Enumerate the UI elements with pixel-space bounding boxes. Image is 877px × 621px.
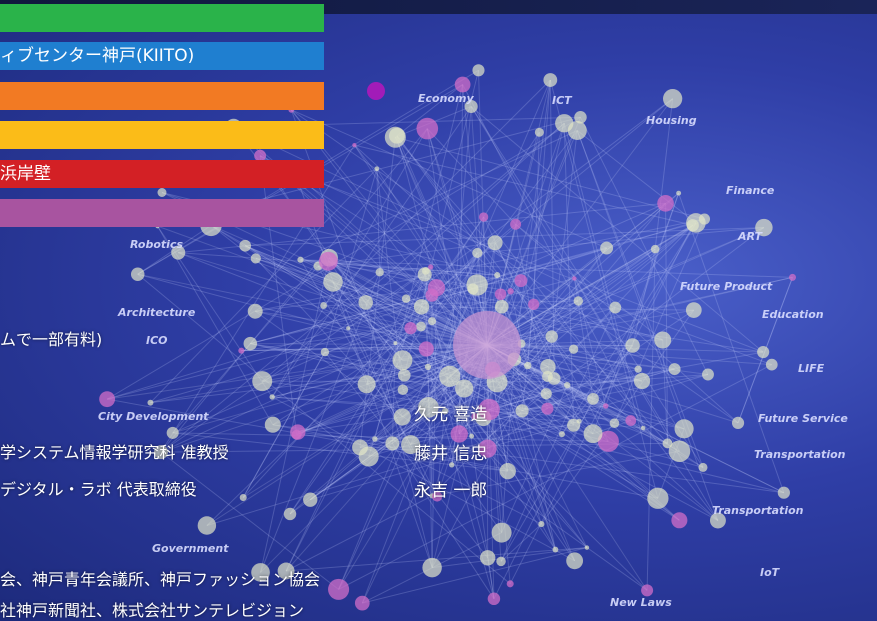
keyword-housing: Housing bbox=[646, 114, 697, 127]
keyword-robotics: Robotics bbox=[130, 238, 184, 251]
band-purple bbox=[0, 199, 324, 227]
keyword-future-product: Future Product bbox=[680, 280, 773, 293]
keyword-transportation-1: Transportation bbox=[754, 448, 846, 461]
keyword-iot: IoT bbox=[760, 566, 780, 579]
keyword-architecture: Architecture bbox=[118, 306, 196, 319]
keyword-life: LIFE bbox=[798, 362, 825, 375]
band-yellow bbox=[0, 121, 324, 149]
band-green bbox=[0, 4, 324, 32]
keyword-transportation-2: Transportation bbox=[712, 504, 804, 517]
organizer-line-2: 社神戸新聞社、株式会社サンテレビジョン bbox=[0, 601, 305, 620]
fee-text: ムで一部有料) bbox=[0, 330, 103, 349]
keyword-future-service: Future Service bbox=[758, 412, 848, 425]
band-red: 浜岸壁 bbox=[0, 160, 324, 188]
keyword-ico: ICO bbox=[146, 334, 168, 347]
speaker-name-1: 久元 喜造 bbox=[414, 405, 488, 425]
speaker-name-2: 藤井 信忠 bbox=[414, 444, 488, 464]
keyword-city-development: City Development bbox=[98, 410, 209, 423]
band-orange bbox=[0, 82, 324, 110]
keyword-art: ART bbox=[738, 230, 762, 243]
speaker-role-2: デジタル・ラボ 代表取締役 bbox=[0, 480, 197, 499]
speaker-name-3: 永吉 一郎 bbox=[414, 481, 488, 501]
band-blue: ィブセンター神戸(KIITO) bbox=[0, 42, 324, 70]
organizer-line-1: 会、神戸青年会議所、神戸ファッション協会 bbox=[0, 570, 321, 589]
network-nodes bbox=[99, 64, 797, 611]
keyword-economy: Economy bbox=[418, 92, 474, 105]
keyword-finance: Finance bbox=[726, 184, 775, 197]
keyword-government: Government bbox=[152, 542, 229, 555]
keyword-new-laws: New Laws bbox=[610, 596, 672, 609]
speaker-role-1: 学システム情報学研究科 准教授 bbox=[0, 443, 229, 462]
keyword-education: Education bbox=[762, 308, 824, 321]
keyword-ict: ICT bbox=[552, 94, 572, 107]
